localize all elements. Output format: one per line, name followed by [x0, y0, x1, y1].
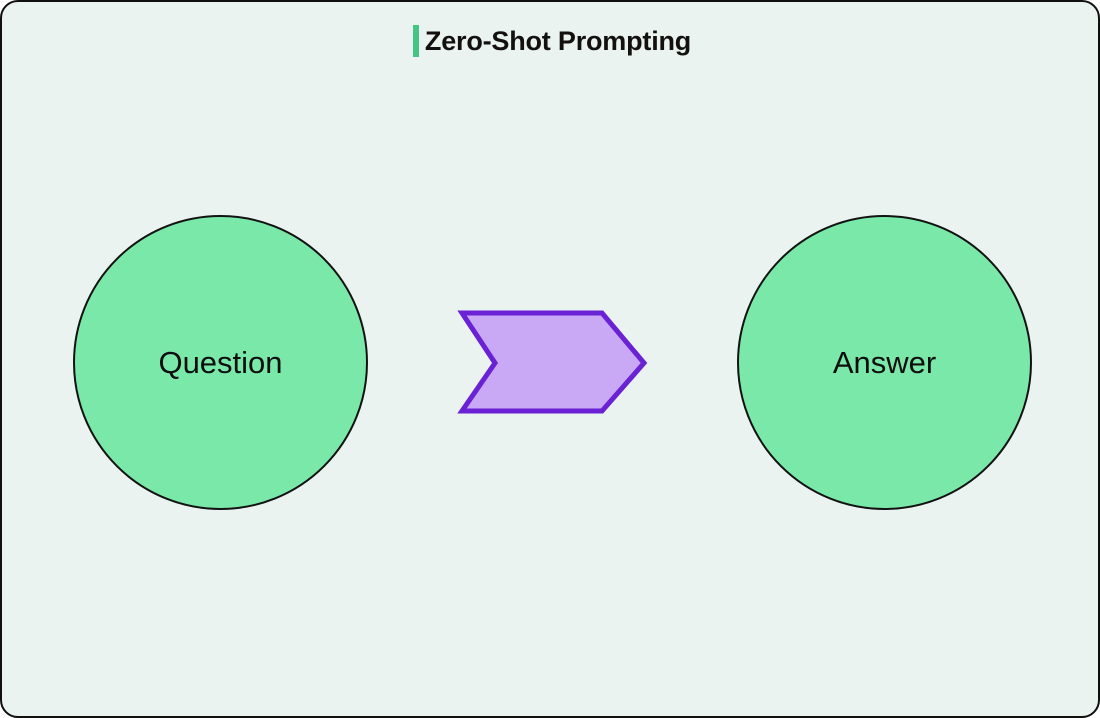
node-answer-label: Answer — [832, 345, 937, 380]
node-question-label: Question — [158, 345, 283, 380]
arrow-chevron-shape — [457, 310, 648, 414]
node-question[interactable]: Question — [73, 215, 368, 510]
node-answer[interactable]: Answer — [737, 215, 1032, 510]
diagram-title-row: Zero-Shot Prompting — [2, 21, 1098, 61]
arrow-chevron-icon — [457, 306, 649, 420]
title-accent-bar-icon — [412, 25, 419, 57]
arrow-chevron-svg — [457, 310, 648, 414]
page-title: Zero-Shot Prompting — [424, 25, 692, 56]
